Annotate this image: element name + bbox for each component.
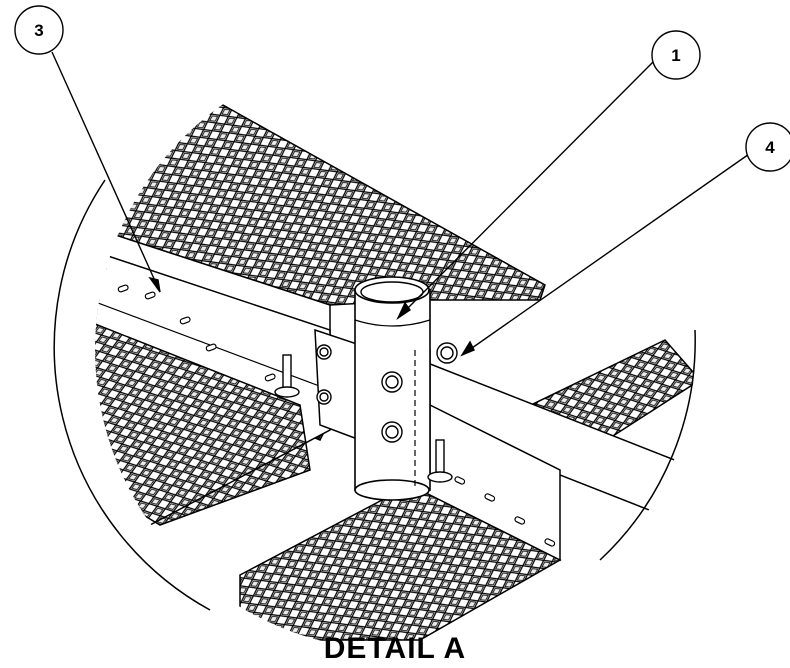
callout-3-label: 3 — [34, 21, 43, 40]
leader-lines — [51, 51, 753, 357]
callout-1-label: 1 — [671, 46, 680, 65]
wing-bolt-left — [274, 354, 300, 398]
post — [354, 276, 431, 501]
callout-1: 1 — [651, 30, 701, 80]
detail-boundary — [53, 179, 211, 611]
detail-view — [95, 94, 695, 641]
channel-slots — [117, 284, 276, 382]
leader-3 — [51, 51, 161, 293]
leader-1 — [397, 59, 656, 319]
wing-bolt-right — [427, 439, 453, 483]
callout-4-label: 4 — [765, 138, 775, 157]
callout-4: 4 — [745, 122, 790, 172]
bolts — [316, 342, 458, 443]
callout-3: 3 — [14, 5, 64, 55]
channel-slots-right — [454, 476, 556, 547]
detail-title: DETAIL A — [324, 632, 466, 665]
grating-lower-left-big — [95, 318, 311, 526]
leader-4 — [461, 151, 753, 356]
detail-boundary-right — [599, 329, 696, 561]
